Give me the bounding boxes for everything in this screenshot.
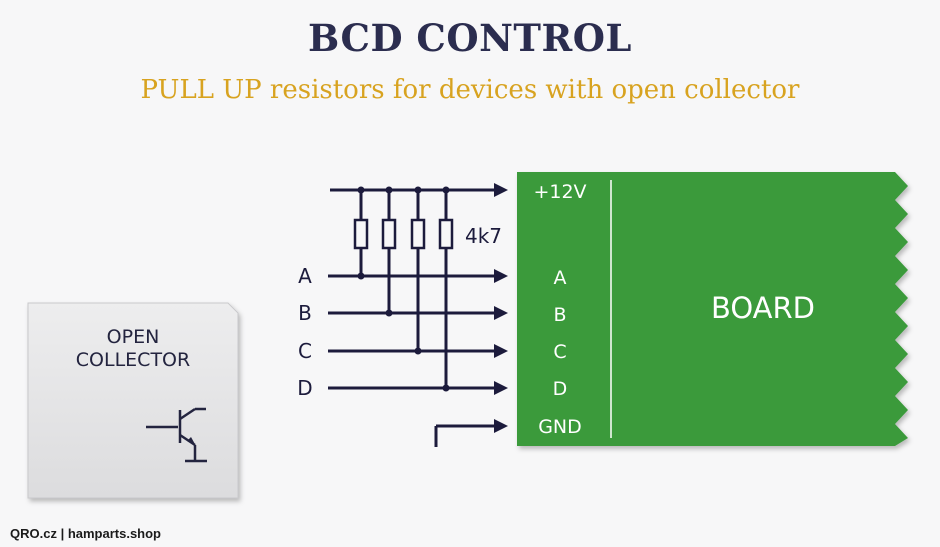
footer-credit: QRO.cz | hamparts.shop [10,526,161,541]
board-pin-12v: +12V [533,181,586,203]
page-title: BCD CONTROL [308,16,632,60]
input-label-a: A [298,264,312,288]
board-pin-c: C [553,341,566,363]
board-pin-b: B [553,304,566,326]
board [517,172,908,446]
arrow-right-icon [494,381,508,395]
arrowheads [494,183,508,433]
input-label-c: C [298,339,312,363]
input-label-d: D [297,376,312,400]
board-pin-gnd: GND [538,416,582,438]
board-label: BOARD [711,291,815,325]
resistor-a [353,218,369,250]
junction-dots [357,186,450,392]
open-collector-card [27,302,239,499]
arrow-right-icon [494,269,508,283]
arrow-right-icon [494,344,508,358]
emitter-arrow-icon [187,437,196,446]
page-subtitle: PULL UP resistors for devices with open … [140,75,800,105]
board-pin-a: A [554,267,567,289]
resistor-b [381,218,397,250]
arrow-right-icon [494,183,508,197]
resistor-c [410,218,426,250]
resistor-value-label: 4k7 [465,224,502,248]
wiring [328,188,496,447]
open-collector-label-line1: OPEN [107,326,160,348]
pullup-resistors [353,218,454,250]
board-pin-d: D [553,378,568,400]
arrow-right-icon [494,306,508,320]
input-label-b: B [298,301,312,325]
arrow-right-icon [494,419,508,433]
open-collector-label-line2: COLLECTOR [76,349,190,371]
resistor-d [438,218,454,250]
npn-transistor-icon [146,407,207,463]
